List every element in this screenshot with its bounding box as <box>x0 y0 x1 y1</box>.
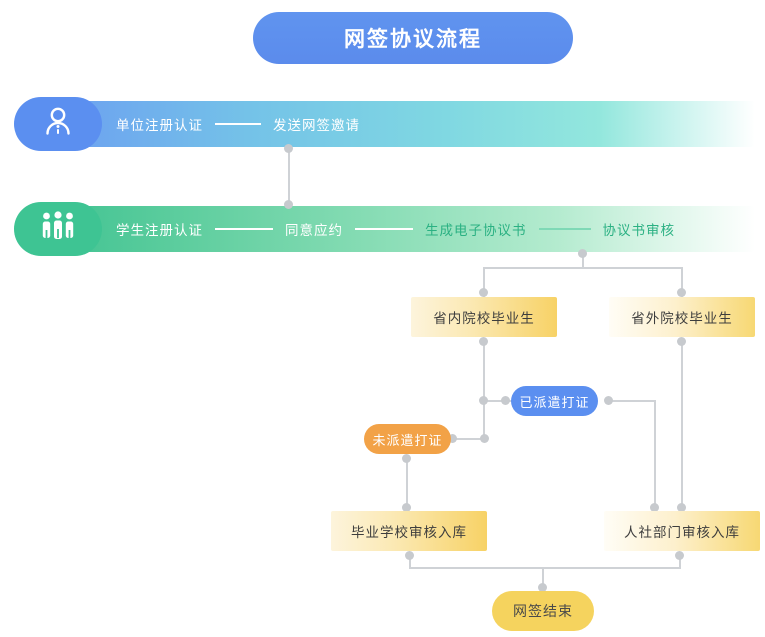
node-end[interactable]: 网签结束 <box>492 591 594 631</box>
connector-dot <box>650 503 659 512</box>
connector-dispatched-down <box>654 400 656 511</box>
connector-split-horizontal <box>483 267 683 269</box>
node-hr-review-label: 人社部门审核入库 <box>624 525 740 540</box>
connector-dot <box>604 396 613 405</box>
node-undispatched[interactable]: 未派遣打证 <box>364 424 451 454</box>
connector-dot <box>284 200 293 209</box>
node-school-review-label: 毕业学校审核入库 <box>351 525 467 540</box>
node-province-outside-label: 省外院校毕业生 <box>631 311 733 326</box>
connector-dot <box>677 337 686 346</box>
connector-dot <box>677 288 686 297</box>
connector-dot <box>675 551 684 560</box>
node-dispatched[interactable]: 已派遣打证 <box>511 386 598 416</box>
band-employer: 单位注册认证 发送网签邀请 <box>50 101 755 147</box>
connector-dot <box>538 583 547 592</box>
connector-dash <box>355 228 413 230</box>
connector-to-province-inside <box>483 267 485 297</box>
connector-dispatched-right <box>608 400 655 402</box>
connector-dot <box>501 396 510 405</box>
connector-dot <box>448 434 457 443</box>
node-undispatched-label: 未派遣打证 <box>372 432 443 448</box>
connector-merge-to-end <box>542 567 544 591</box>
connector-dot <box>578 249 587 258</box>
connector-dash <box>538 228 591 230</box>
band-student: 学生注册认证 同意应约 生成电子协议书 协议书审核 <box>50 206 755 252</box>
connector-dot <box>402 454 411 463</box>
connector-hr-to-merge <box>679 555 681 569</box>
step-employer-register: 单位注册认证 <box>116 118 203 133</box>
page-title-text: 网签协议流程 <box>344 28 482 51</box>
band-student-steps: 学生注册认证 同意应约 生成电子协议书 协议书审核 <box>116 206 675 252</box>
connector-school-to-merge <box>409 555 411 569</box>
node-dispatched-label: 已派遣打证 <box>519 394 590 410</box>
connector-employer-to-student <box>288 148 290 205</box>
band-employer-steps: 单位注册认证 发送网签邀请 <box>116 101 360 147</box>
page-title: 网签协议流程 <box>253 12 573 64</box>
connector-dash <box>215 123 261 125</box>
connector-undispatched-down <box>406 458 408 511</box>
connector-to-dispatched <box>483 400 513 402</box>
connector-dot <box>480 434 489 443</box>
connector-student-down <box>582 253 584 268</box>
connector-province-outside-down <box>681 341 683 511</box>
connector-dot <box>479 396 488 405</box>
node-school-review[interactable]: 毕业学校审核入库 <box>331 511 487 551</box>
connector-province-inside-trunk <box>483 341 485 439</box>
node-province-outside[interactable]: 省外院校毕业生 <box>609 297 755 337</box>
step-generate-document: 生成电子协议书 <box>425 223 527 238</box>
connector-to-province-outside <box>681 267 683 297</box>
step-student-register: 学生注册认证 <box>116 223 203 238</box>
connector-dot <box>479 288 488 297</box>
connector-dash <box>215 228 273 230</box>
node-end-label: 网签结束 <box>513 603 573 619</box>
connector-dot <box>284 144 293 153</box>
badge-employer <box>14 97 102 151</box>
connector-dot <box>402 503 411 512</box>
step-document-review: 协议书审核 <box>602 223 675 238</box>
connector-to-undispatched <box>451 438 485 440</box>
badge-student <box>14 202 102 256</box>
node-province-inside[interactable]: 省内院校毕业生 <box>411 297 557 337</box>
group-people-icon <box>37 210 79 249</box>
node-province-inside-label: 省内院校毕业生 <box>433 311 535 326</box>
single-person-icon <box>40 104 76 145</box>
step-send-invitation: 发送网签邀请 <box>273 118 360 133</box>
connector-dot <box>677 503 686 512</box>
connector-dot <box>405 551 414 560</box>
node-hr-review[interactable]: 人社部门审核入库 <box>604 511 760 551</box>
step-accept-agreement: 同意应约 <box>285 223 343 238</box>
connector-merge-horizontal <box>409 567 681 569</box>
connector-dot <box>479 337 488 346</box>
